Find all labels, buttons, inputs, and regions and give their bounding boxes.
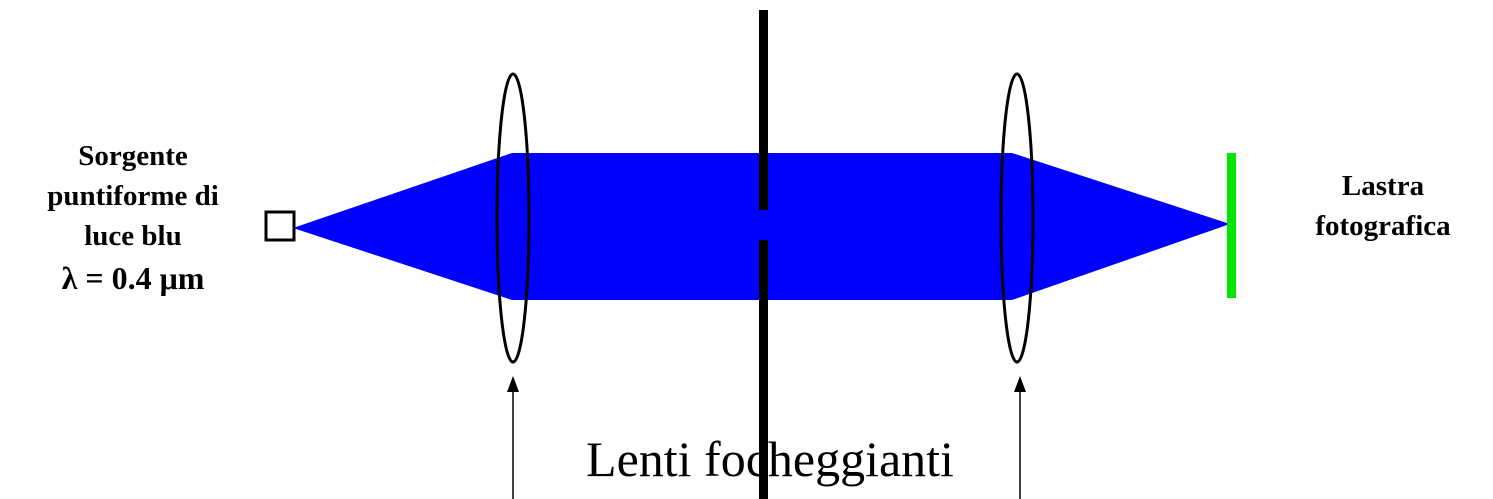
photographic-plate <box>1227 153 1236 298</box>
right-lens-arrow <box>1014 376 1026 499</box>
lenses-label: Lenti focheggianti <box>586 431 954 487</box>
plate-label: Lastra fotografica <box>1278 166 1488 246</box>
wavelength-label: λ = 0.4 μm <box>61 260 205 296</box>
left-lens <box>495 72 531 364</box>
source-label-line-3: luce blu <box>84 220 182 252</box>
barrier-lower <box>759 240 768 499</box>
plate-label-line-1: Lastra <box>1341 170 1425 202</box>
source-label-line-2: puntiforme di <box>47 180 219 212</box>
left-lens-arrow <box>507 376 519 499</box>
barrier-upper <box>759 10 768 210</box>
source-label: Sorgente puntiforme di luce blu λ = 0.4 … <box>8 136 258 300</box>
right-lens <box>999 72 1035 364</box>
source-label-line-1: Sorgente <box>78 140 188 172</box>
point-source-square <box>264 210 296 242</box>
plate-label-line-2: fotografica <box>1315 210 1451 242</box>
